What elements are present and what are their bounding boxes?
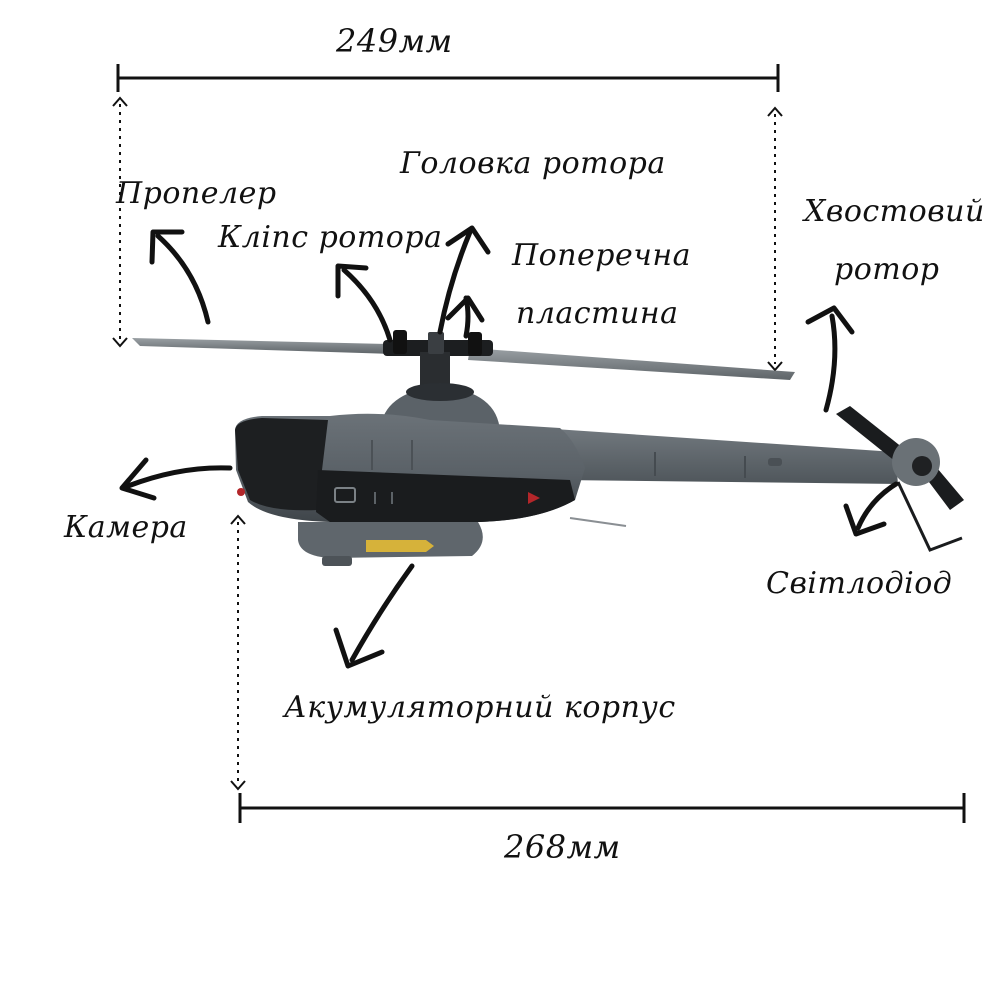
arrow-led: [843, 481, 899, 537]
main-rotor-blade-right: [468, 348, 795, 380]
arrow-swashplate: [445, 295, 485, 339]
label-rotor-clip: Кліпс ротора: [218, 220, 443, 255]
label-tail-rotor-line2: ротор: [834, 252, 940, 287]
dimension-length-label: 268мм: [504, 828, 621, 866]
arrow-rotor-clip: [335, 263, 393, 343]
label-rotor-head: Головка ротора: [400, 146, 666, 181]
label-battery-housing: Акумуляторний корпус: [284, 690, 676, 725]
helicopter-illustration: [132, 330, 964, 566]
arrow-rotor-head: [437, 225, 491, 335]
main-rotor-blade-left: [132, 338, 392, 354]
dimension-bottom-line: [238, 793, 966, 823]
arrow-camera: [119, 457, 233, 501]
nose-canopy: [235, 418, 328, 511]
dimension-top-line: [116, 64, 780, 92]
tail-rotor-blade-upper: [836, 406, 908, 462]
label-propeller: Пропелер: [116, 176, 277, 211]
label-led: Світлодіод: [766, 566, 953, 601]
guide-arrowheads: [112, 96, 783, 791]
label-camera: Камера: [64, 510, 188, 545]
dotted-guides: [119, 104, 776, 783]
label-tail-rotor-line1: Хвостовий: [804, 194, 985, 229]
dimension-width-label: 249мм: [336, 22, 453, 60]
pointer-arrows: [119, 225, 899, 669]
label-swashplate-line2: пластина: [516, 296, 679, 331]
arrow-battery: [333, 563, 415, 669]
arrow-tail-rotor: [805, 305, 855, 413]
label-swashplate-line1: Поперечна: [512, 238, 692, 273]
arrow-propeller: [149, 229, 211, 325]
